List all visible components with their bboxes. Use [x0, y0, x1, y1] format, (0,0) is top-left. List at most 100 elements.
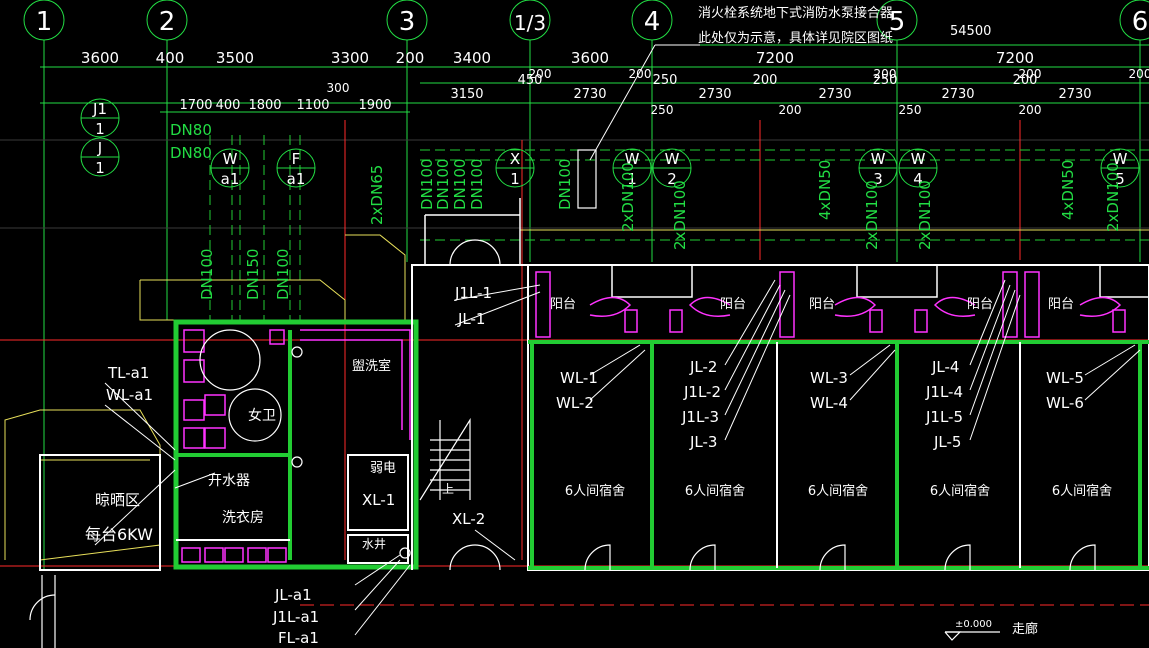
dimension-value: 7200: [996, 49, 1034, 67]
pipe-label: JL-2: [689, 358, 717, 376]
pipe-tag-bottom: a1: [287, 170, 306, 188]
pipe-label: WL-a1: [106, 386, 153, 404]
pipe-tag-top: W: [223, 150, 238, 168]
pipe-tag-top: J1: [92, 100, 107, 118]
room-balcony: 阳台: [550, 297, 576, 312]
pipe-tag-bottom: 4: [913, 170, 923, 188]
dimension-value: 250: [653, 73, 678, 88]
dimension-value: 1700: [179, 98, 212, 113]
dimension-value: 200: [753, 73, 778, 88]
pipe-tag-top: W: [625, 150, 640, 168]
pipe-size: 2xDN65: [368, 165, 386, 225]
total-dimension: 54500: [950, 24, 991, 39]
room-weak-current: 弱电: [370, 461, 396, 476]
pipe-label: WL-3: [810, 369, 848, 387]
room-dorm: 6人间宿舍: [930, 483, 990, 499]
level-mark: ±0.000: [955, 619, 992, 630]
room-sunning: 晾晒区: [95, 491, 140, 509]
dimension-value: 200: [396, 49, 425, 67]
pipe-label: J1L-1: [454, 284, 492, 302]
room-balcony: 阳台: [809, 297, 835, 312]
dimension-value: 2730: [698, 87, 731, 102]
pipe-tag-bottom: 1: [627, 170, 637, 188]
pipe-label: WL-1: [560, 369, 598, 387]
axis-label: 4: [644, 7, 661, 37]
pipe-tag-top: W: [665, 150, 680, 168]
room-water-heater: 开水器: [208, 473, 250, 489]
pipe-size: DN100: [556, 159, 574, 210]
dimension-value: 250: [873, 73, 898, 88]
pipe-label: JL-1: [457, 310, 485, 328]
pipe-tag-bottom: a1: [221, 170, 240, 188]
pipe-label: J1L-5: [925, 408, 963, 426]
room-dorm: 6人间宿舍: [565, 483, 625, 499]
axis-bubble: [386, 0, 428, 41]
pipe-label: J1L-a1: [272, 608, 319, 626]
dimension-value: 2730: [1058, 87, 1091, 102]
dimension-value: 400: [156, 49, 185, 67]
pipe-size: 2xDN100: [1104, 162, 1122, 232]
pipe-tag-top: W: [1113, 150, 1128, 168]
pipe-label: JL-3: [689, 433, 717, 451]
pipe-size: DN80: [170, 121, 212, 139]
pipe-size: 4xDN50: [816, 160, 834, 220]
pipe-lines-green: [209, 135, 1149, 320]
dimension-value: 1900: [358, 98, 391, 113]
dimension-value: 2730: [818, 87, 851, 102]
axis-label: 3: [399, 7, 416, 37]
dimension-value: 1100: [296, 98, 329, 113]
reference-lines: [0, 139, 1149, 229]
pipe-tag-bottom: 2: [667, 170, 677, 188]
room-washroom: 盥洗室: [352, 358, 391, 374]
pipe-label: J1L-2: [683, 383, 721, 401]
axis-bubble: [1119, 0, 1149, 41]
dimension-value: 200: [529, 67, 552, 81]
pipe-label: J1L-3: [681, 408, 719, 426]
dimension-value: 200: [629, 67, 652, 81]
pipe-tag-bottom: 1: [510, 170, 520, 188]
pipe-label: FL-a1: [278, 629, 319, 647]
dimension-value: 7200: [756, 49, 794, 67]
note-line-1: 消火栓系统地下式消防水泵接合器: [698, 5, 893, 21]
pipe-size: DN100: [274, 249, 292, 300]
room-shaft: 水井: [362, 537, 386, 551]
pipe-size: 4xDN50: [1059, 160, 1077, 220]
pipe-tag-top: J: [97, 139, 102, 157]
pipe-size: 2xDN100: [671, 180, 689, 250]
grid-axis-lines: [43, 40, 1141, 570]
room-toilet: 女卫: [248, 407, 276, 424]
pipe-tag-top: W: [911, 150, 926, 168]
room-balcony: 阳台: [967, 297, 993, 312]
pipe-label: XL-2: [452, 510, 485, 528]
dimension-value: 2730: [573, 87, 606, 102]
walls: [39, 198, 1149, 571]
room-heater-note: 每台6KW: [85, 525, 153, 544]
pipe-tag-bottom: 1: [95, 159, 105, 177]
pipe-tag-top: X: [510, 150, 520, 168]
pipe-size: DN100: [198, 249, 216, 300]
dimension-value: 3600: [81, 49, 119, 67]
doors-and-symbols: [29, 149, 1096, 648]
room-balcony: 阳台: [1048, 297, 1074, 312]
axis-label: 1: [36, 7, 53, 37]
dimension-value: 3400: [453, 49, 491, 67]
dimension-value: 3500: [216, 49, 254, 67]
pipe-size: DN150: [244, 249, 262, 300]
pipe-tag-bottom: 5: [1115, 170, 1125, 188]
dimension-value: 250: [899, 103, 922, 117]
dimension-value: 200: [1129, 67, 1149, 81]
pipe-size: DN100: [434, 159, 452, 210]
room-dorm: 6人间宿舍: [1052, 483, 1112, 499]
dimension-lines: [40, 44, 1149, 113]
pipe-label: XL-1: [362, 491, 395, 509]
dimension-value: 300: [327, 81, 350, 95]
pipe-size: 2xDN100: [863, 180, 881, 250]
pipe-size: 2xDN100: [619, 162, 637, 232]
dimension-value: 200: [1019, 67, 1042, 81]
note-line-2: 此处仅为示意，具体详见院区图纸: [698, 30, 893, 46]
stair-up: 上: [442, 482, 454, 496]
pipe-label: WL-2: [556, 394, 594, 412]
dimension-value: 200: [874, 67, 897, 81]
